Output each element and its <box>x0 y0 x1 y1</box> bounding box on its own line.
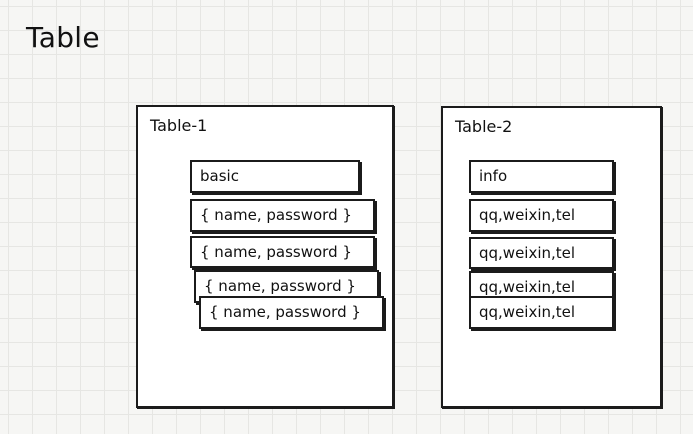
table-1-row-box: { name, password } <box>190 199 375 232</box>
table-2-row-box: qq,weixin,tel <box>469 296 614 329</box>
table-1-header-box: basic <box>190 160 360 193</box>
table-1-label: Table-1 <box>150 116 208 135</box>
page-title: Table <box>26 21 100 54</box>
table-2-header-box: info <box>469 160 614 193</box>
table-1-row-box: { name, password } <box>199 296 384 329</box>
table-2-label: Table-2 <box>455 117 513 136</box>
table-1-row-box: { name, password } <box>190 236 375 268</box>
table-2-row-box: qq,weixin,tel <box>469 199 614 232</box>
table-2-row-box: qq,weixin,tel <box>469 237 614 269</box>
